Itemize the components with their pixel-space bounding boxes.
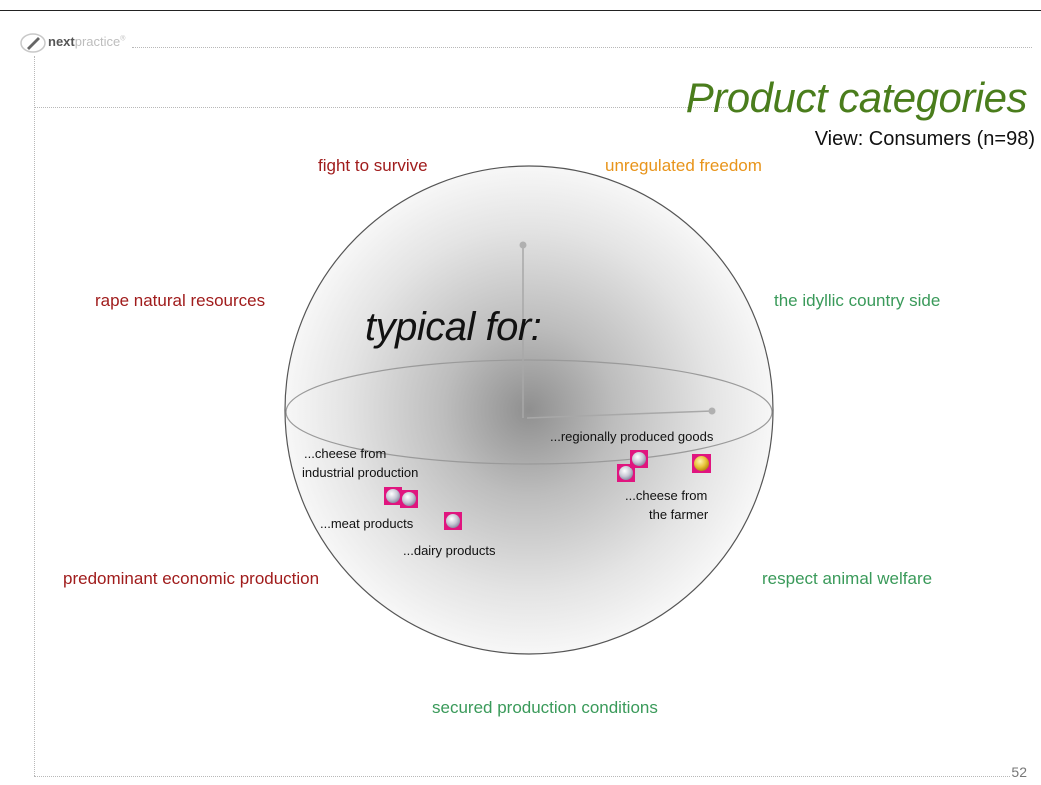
sphere [284,165,774,655]
marker-dairy [444,512,462,530]
logo-brand-bold: next [48,34,75,49]
axis-endpoint-right [708,407,716,415]
label-cheese-industrial-line2: industrial production [302,465,419,480]
marker-regional-1 [617,464,635,482]
pole-respect-animal-welfare: respect animal welfare [762,569,933,588]
pen-logo-icon [20,33,46,53]
pole-unregulated-freedom: unregulated freedom [605,156,762,175]
marker-cheese-farmer [692,454,711,473]
header-dotted-rule [132,47,1032,48]
marker-meat [400,490,418,508]
label-cheese-farmer-line2: the farmer [649,507,709,522]
label-dairy-products: ...dairy products [403,543,496,558]
logo-mark: ® [120,35,126,43]
sphere-equator [285,359,773,465]
pole-predominant-economic-production: predominant economic production [63,569,320,588]
pole-secured-production-conditions: secured production conditions [432,698,658,717]
label-meat-products: ...meat products [320,516,414,531]
label-cheese-farmer-line1: ...cheese from [625,488,708,503]
page-subtitle: View: Consumers (n=98) [814,128,1035,150]
footer-dotted-rule [34,776,1010,777]
pole-fight-to-survive: fight to survive [318,156,428,175]
pole-rape-natural-resources: rape natural resources [95,291,266,310]
label-cheese-industrial-line1: ...cheese from [304,446,387,461]
marker-cheese-industrial [384,487,402,505]
pole-idyllic-country-side: the idyllic country side [774,291,941,310]
center-label: typical for: [365,305,542,349]
top-rule [0,10,1041,11]
logo-wordmark: nextpractice® [48,34,125,49]
label-regional-goods: ...regionally produced goods [550,429,714,444]
axis-endpoint-top [519,241,527,249]
nextpractice-logo [18,32,128,54]
left-dotted-rule [34,56,35,776]
page-number: 52 [1011,764,1027,780]
axis-horizontal [526,410,713,419]
title-dotted-rule [34,107,734,108]
marker-regional-2 [630,450,648,468]
page-title: Product categories [685,74,1028,121]
logo-brand-light: practice [74,34,121,49]
